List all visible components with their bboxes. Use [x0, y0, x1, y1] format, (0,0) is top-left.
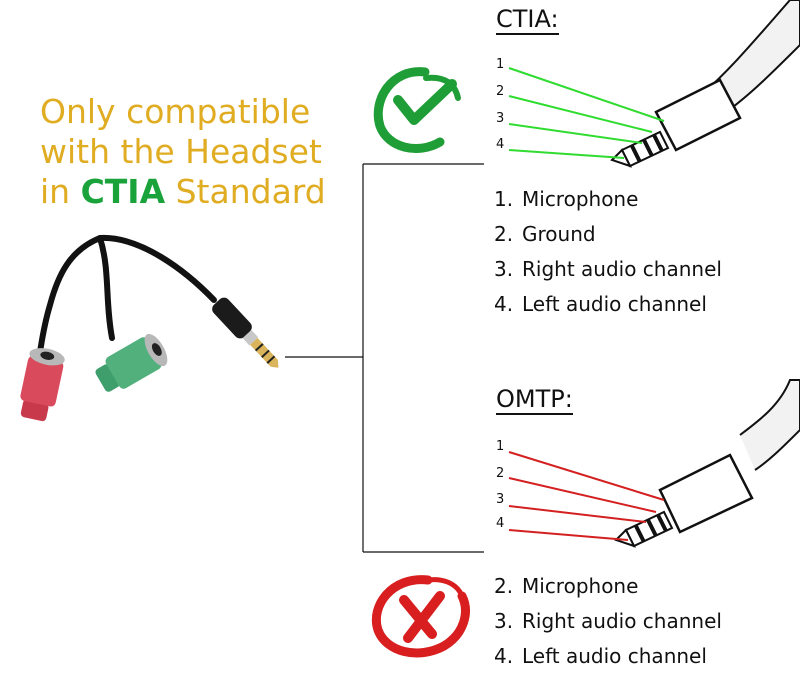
omtp-pin-number: 1 [496, 439, 505, 454]
list-item: 1. Microphone [494, 186, 722, 221]
list-item: 2. Ground [494, 221, 722, 256]
list-item-label: Ground [522, 222, 596, 246]
list-item-number: 1. [494, 187, 514, 211]
omtp-pin-number: 3 [496, 492, 505, 507]
headline-line-1: Only compatible [40, 92, 311, 131]
list-item-number: 3. [494, 257, 514, 281]
list-item-number: 4. [494, 644, 514, 668]
list-item-number: 2. [494, 222, 514, 246]
list-item-number: 2. [494, 574, 514, 598]
ctia-pin-number: 4 [496, 137, 505, 152]
list-item: 4. Left audio channel [494, 291, 722, 326]
bracket-connector [285, 163, 484, 553]
omtp-pin-lines [508, 451, 665, 541]
list-item-label: Left audio channel [522, 292, 707, 316]
list-item-label: Right audio channel [522, 609, 722, 633]
list-item-label: Right audio channel [522, 257, 722, 281]
headline-accent-ctia: CTIA [80, 172, 166, 211]
compatibility-headline: Only compatible with the Headset in CTIA… [40, 92, 340, 212]
omtp-pin-number: 2 [496, 466, 505, 481]
ctia-title: CTIA: [496, 5, 559, 35]
ctia-plug-illustration [610, 0, 800, 168]
ctia-pin-number: 3 [496, 111, 505, 126]
list-item-number: 4. [494, 292, 514, 316]
ctia-pin-number: 1 [496, 57, 505, 72]
list-item: 3. Right audio channel [494, 256, 722, 291]
ctia-pin-lines [508, 67, 665, 159]
green-checkmark-icon [373, 67, 461, 154]
ctia-pin-number: 2 [496, 84, 505, 99]
headline-line-3: in CTIA Standard [40, 172, 340, 212]
list-item: 4. Left audio channel [494, 643, 722, 678]
omtp-title: OMTP: [496, 385, 573, 415]
omtp-pin-number: 4 [496, 516, 505, 531]
list-item-label: Microphone [522, 187, 639, 211]
headline-line-2: with the Headset [40, 132, 322, 171]
red-cross-icon [371, 575, 470, 658]
headline-prefix: in [40, 172, 81, 211]
omtp-pin-list: 2. Microphone 3. Right audio channel 4. Lef… [494, 573, 722, 678]
list-item-label: Microphone [522, 574, 639, 598]
ctia-pin-list: 1. Microphone 2. Ground 3. Right audio chan… [494, 186, 722, 326]
headset-splitter-cable-icon [20, 234, 279, 422]
list-item: 3. Right audio channel [494, 608, 722, 643]
list-item-label: Left audio channel [522, 644, 707, 668]
list-item: 2. Microphone [494, 573, 722, 608]
omtp-plug-illustration [614, 379, 800, 548]
list-item-number: 3. [494, 609, 514, 633]
headline-suffix: Standard [165, 172, 326, 211]
